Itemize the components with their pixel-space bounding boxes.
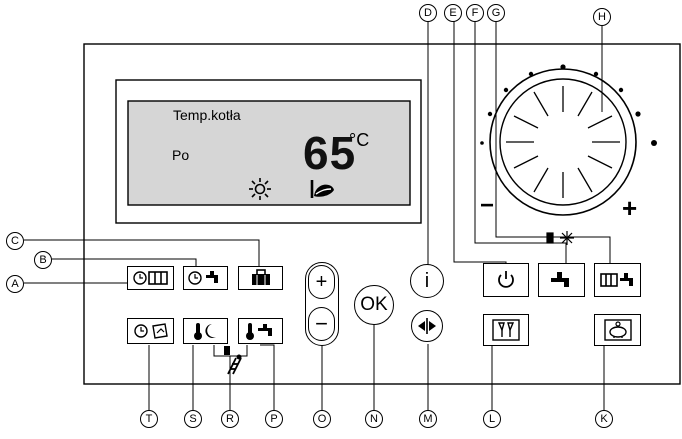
holiday-program-button[interactable] [238, 266, 283, 290]
thermometer-tap-icon [245, 323, 272, 340]
clock-tap-icon [187, 271, 218, 285]
callout-d: D [419, 4, 437, 22]
plus-button[interactable]: + [308, 265, 335, 299]
chimney-sweep-icon [227, 354, 242, 375]
dial-scale-dots [480, 64, 657, 146]
dial-plus-label: + [622, 193, 638, 223]
heating-and-hot-water-button[interactable] [594, 263, 641, 297]
return-button[interactable] [411, 310, 443, 342]
standby-button[interactable] [483, 263, 529, 297]
callout-h: H [593, 8, 611, 26]
hot-water-temperature-button[interactable] [238, 318, 283, 344]
lcd-screen [127, 100, 411, 206]
time-date-button[interactable] [127, 318, 174, 344]
lcd-temperature-unit: °C [349, 130, 370, 150]
callout-f: F [466, 4, 484, 22]
party-mode-button[interactable] [483, 314, 529, 346]
callout-e: E [444, 4, 462, 22]
ok-button[interactable]: OK [354, 285, 394, 325]
callout-n: N [365, 410, 383, 428]
callout-c: C [6, 232, 24, 250]
info-button[interactable]: i [410, 264, 444, 298]
sun-icon [249, 178, 271, 200]
dial-minus-label: − [480, 192, 495, 219]
callout-a: A [6, 275, 24, 293]
callout-t: T [140, 410, 158, 428]
tap-icon [550, 272, 569, 287]
party-glasses-icon [492, 319, 520, 341]
room-temperature-button[interactable] [183, 318, 228, 344]
plus-minus-rocker: + − [305, 262, 339, 346]
display-frame [115, 79, 422, 224]
callout-k: K [595, 410, 613, 428]
piggy-bank-icon [603, 319, 632, 341]
clock-radiator-icon [132, 271, 168, 285]
lcd-line-title: Temp.kotła [173, 107, 241, 123]
thermometer-moon-icon [193, 323, 216, 340]
power-icon [498, 271, 514, 288]
lcd-line-program: Po [172, 147, 190, 163]
sweep-bracket-icon [224, 346, 230, 355]
leader-lines [24, 20, 611, 410]
callout-m: M [419, 410, 437, 428]
clock-calendar-icon [133, 323, 168, 339]
callout-b: B [34, 251, 52, 269]
eco-leaf-icon [310, 180, 334, 198]
flame-indicator-icon [546, 231, 574, 245]
minus-button[interactable]: − [308, 307, 335, 341]
lcd-temperature-value: 65 [303, 127, 357, 179]
callout-g: G [487, 4, 505, 22]
callout-s: S [184, 410, 202, 428]
back-arrows-icon [418, 318, 436, 334]
panel-outline [83, 43, 681, 385]
suitcase-icon [251, 269, 270, 285]
dial-rays [506, 86, 620, 198]
callout-r: R [221, 410, 239, 428]
callout-l: L [483, 410, 501, 428]
callout-p: P [265, 410, 283, 428]
callout-o: O [313, 410, 331, 428]
hot-water-only-button[interactable] [538, 263, 585, 297]
hot-water-timer-button[interactable] [183, 266, 228, 290]
dial-knob [499, 78, 627, 206]
economy-mode-button[interactable] [594, 314, 641, 346]
heating-timer-button[interactable] [127, 266, 174, 290]
radiator-tap-icon [599, 273, 633, 287]
